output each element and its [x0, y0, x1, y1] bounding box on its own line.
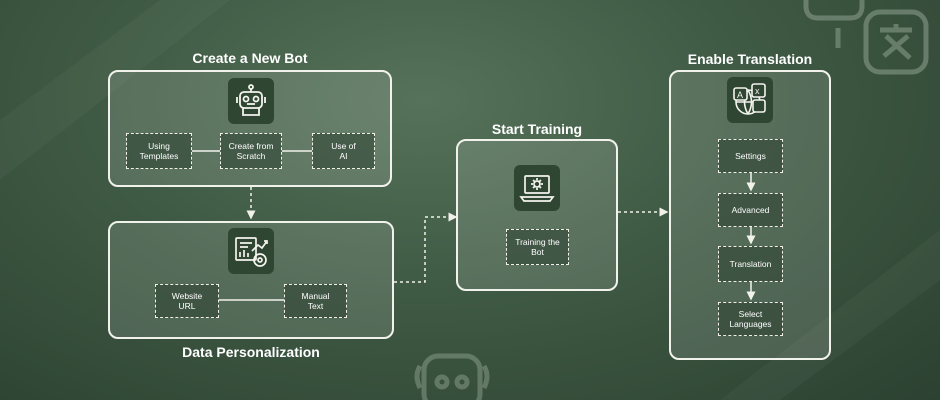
translate-globe-icon: A x — [727, 77, 773, 123]
use-of-ai-box: Use of AI — [312, 133, 375, 169]
svg-text:A: A — [737, 90, 743, 100]
robot-outline-icon — [414, 353, 490, 400]
start-training-panel — [456, 139, 618, 291]
training-the-bot-box: Training the Bot — [506, 229, 569, 265]
start-training-title: Start Training — [491, 121, 583, 137]
using-templates-box: Using Templates — [126, 133, 192, 169]
translation-box: Translation — [718, 246, 783, 282]
laptop-gear-icon — [514, 165, 560, 211]
create-bot-title: Create a New Bot — [192, 50, 308, 66]
select-languages-box: Select Languages — [718, 302, 783, 336]
advanced-box: Advanced — [718, 193, 783, 227]
data-personalization-title: Data Personalization — [182, 344, 320, 360]
analytics-icon — [228, 228, 274, 274]
enable-translation-title: Enable Translation — [687, 51, 813, 67]
translate-icon — [803, 0, 929, 75]
settings-box: Settings — [718, 139, 783, 173]
robot-icon — [228, 78, 274, 124]
svg-text:x: x — [755, 86, 760, 96]
website-url-box: Website URL — [155, 284, 219, 318]
manual-text-box: Manual Text — [284, 284, 347, 318]
create-from-scratch-box: Create from Scratch — [220, 133, 282, 169]
